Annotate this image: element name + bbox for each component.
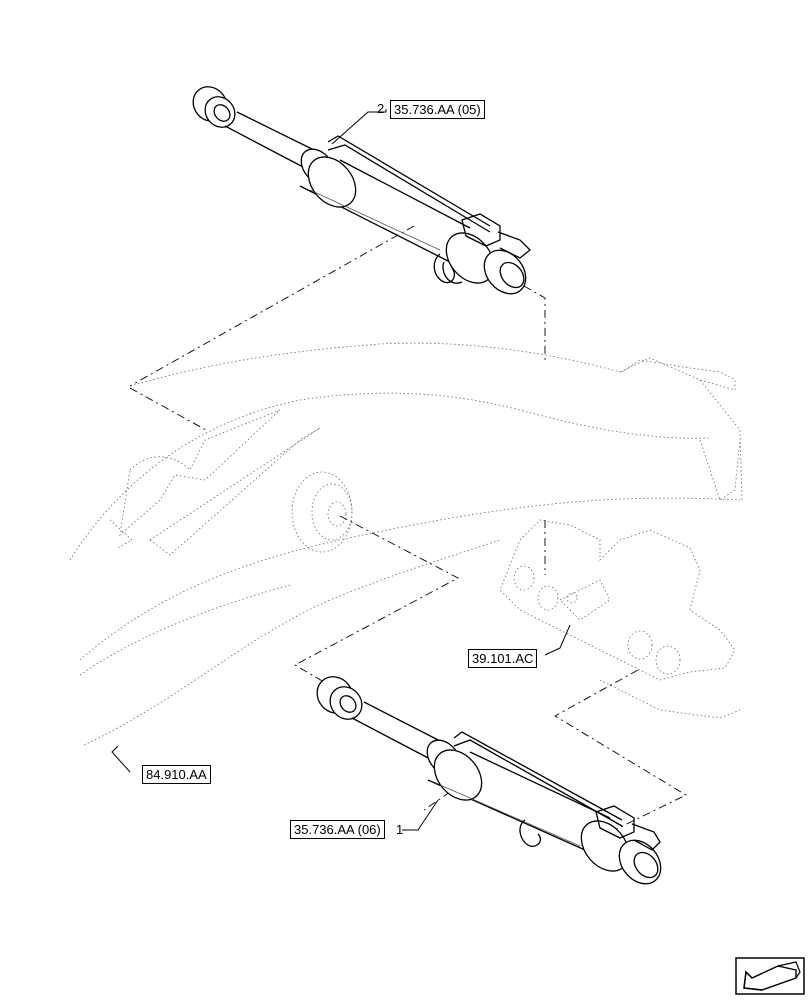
hydraulic-cylinder-bottom [316, 676, 662, 885]
forward-arrow-icon[interactable] [735, 957, 805, 995]
boom-outline [69, 342, 743, 746]
leader-lines [129, 225, 687, 839]
hydraulic-cylinder-top [192, 86, 531, 295]
reference-boom[interactable]: 84.910.AA [142, 765, 211, 784]
reference-leaders [111, 109, 571, 831]
reference-top-cylinder[interactable]: 35.736.AA (05) [390, 100, 485, 119]
item-number-2: 2 [377, 101, 385, 116]
item-number-1: 1 [396, 822, 404, 837]
reference-boom-mount[interactable]: 39.101.AC [468, 649, 538, 668]
reference-bottom-cylinder[interactable]: 35.736.AA (06) [290, 820, 385, 839]
